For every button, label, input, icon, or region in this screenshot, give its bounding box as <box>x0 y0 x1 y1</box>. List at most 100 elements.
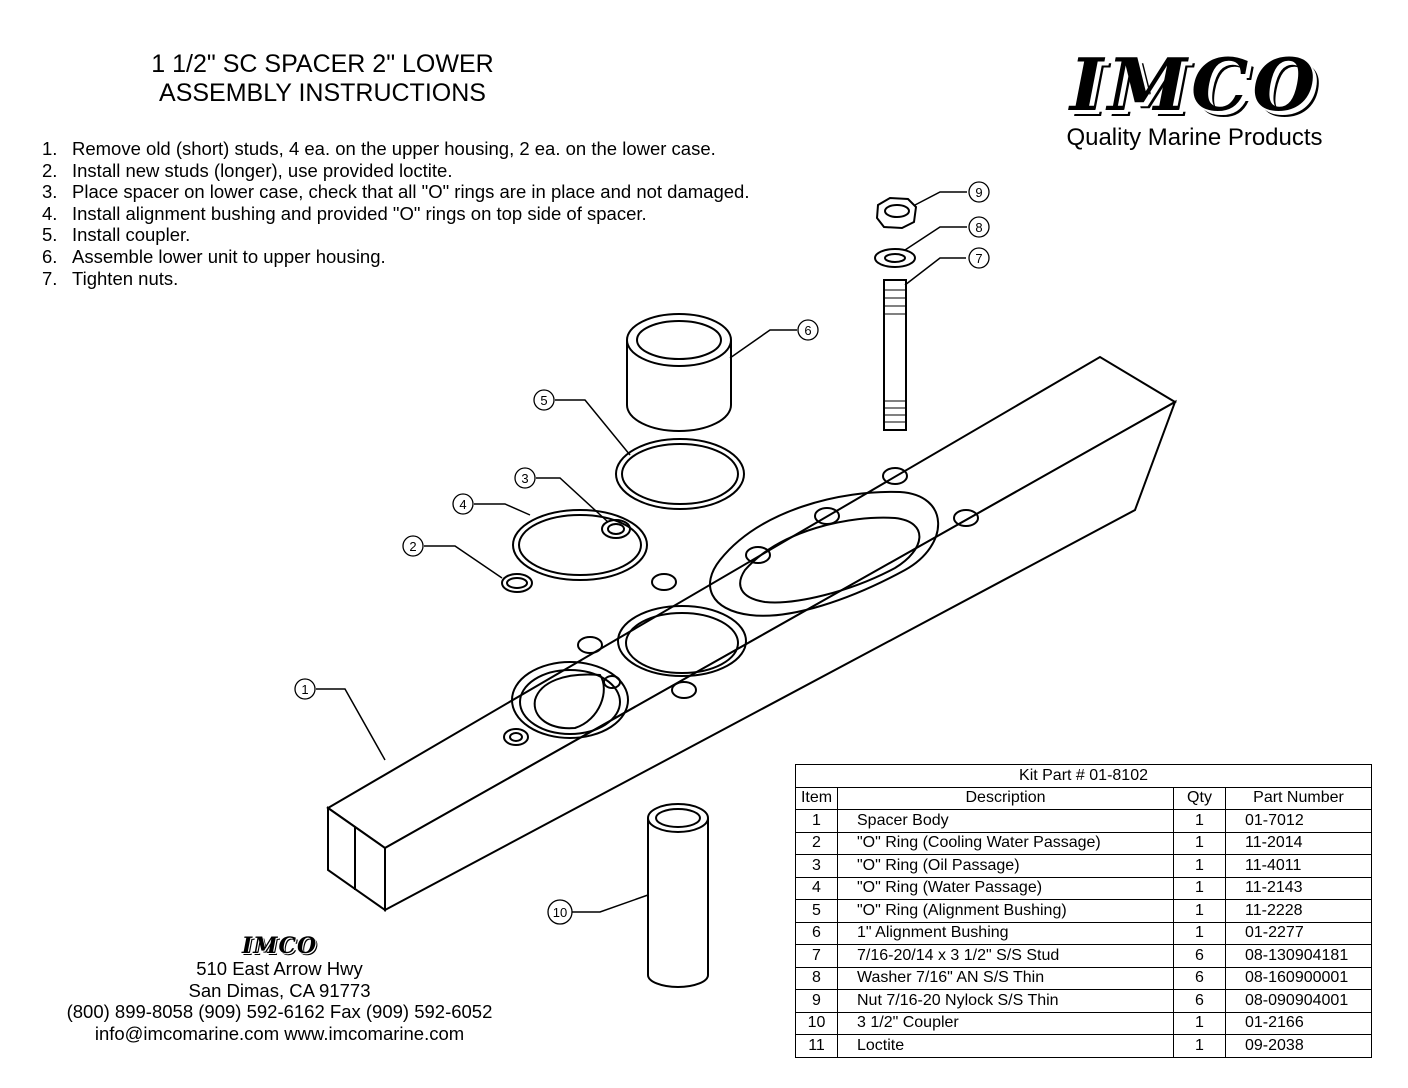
callout-5: 5 <box>533 389 555 411</box>
step: 2.Install new studs (longer), use provid… <box>42 160 749 182</box>
company-address: IMCO 510 East Arrow Hwy San Dimas, CA 91… <box>22 934 537 1044</box>
step-text: Install new studs (longer), use provided… <box>72 159 453 181</box>
cell-qty: 1 <box>1173 921 1226 945</box>
header-qty: Qty <box>1173 786 1226 810</box>
step: 3.Place spacer on lower case, check that… <box>42 181 749 203</box>
address-street: 510 East Arrow Hwy <box>196 958 363 979</box>
title-line-1: 1 1/2" SC SPACER 2" LOWER <box>151 50 494 78</box>
step-text: Install coupler. <box>72 224 191 246</box>
cell-item: 1 <box>795 809 838 833</box>
washer <box>874 248 916 268</box>
leader-lines <box>316 191 967 913</box>
callout-6: 6 <box>797 319 819 341</box>
step: 1.Remove old (short) studs, 4 ea. on the… <box>42 138 749 160</box>
spacer-body <box>326 355 1177 912</box>
svg-text:4: 4 <box>459 497 466 512</box>
cell-item: 3 <box>795 854 838 878</box>
cell-part-number: 09-2038 <box>1225 1034 1372 1058</box>
callout-8: 8 <box>968 216 990 238</box>
coupler <box>647 803 709 988</box>
step: 4. Install alignment bushing and provided… <box>42 203 749 225</box>
svg-text:9: 9 <box>975 185 982 200</box>
svg-text:7: 7 <box>975 251 982 266</box>
cell-description: "O" Ring (Cooling Water Passage) <box>837 831 1174 855</box>
cell-qty: 1 <box>1173 809 1226 833</box>
cell-part-number: 08-090904001 <box>1225 989 1372 1013</box>
alignment-bushing <box>626 313 732 432</box>
cell-description: Washer 7/16" AN S/S Thin <box>837 966 1174 990</box>
cell-description: "O" Ring (Water Passage) <box>837 876 1174 900</box>
cell-item: 4 <box>795 876 838 900</box>
step-number: 6. <box>42 245 58 267</box>
stud <box>883 279 907 431</box>
cell-qty: 1 <box>1173 1034 1226 1058</box>
callout-10: 10 <box>547 899 573 925</box>
page-title: 1 1/2" SC SPACER 2" LOWER ASSEMBLY INSTR… <box>100 50 545 108</box>
instruction-steps: 1.Remove old (short) studs, 4 ea. on the… <box>42 138 749 289</box>
title-line-2: ASSEMBLY INSTRUCTIONS <box>159 79 486 107</box>
svg-text:2: 2 <box>409 539 416 554</box>
cell-item: 6 <box>795 921 838 945</box>
cell-qty: 1 <box>1173 1011 1226 1035</box>
cell-part-number: 01-2277 <box>1225 921 1372 945</box>
svg-text:6: 6 <box>804 323 811 338</box>
step-text: Install alignment bushing and provided "… <box>72 202 647 224</box>
cell-part-number: 01-7012 <box>1225 809 1372 833</box>
cell-qty: 1 <box>1173 899 1226 923</box>
cell-qty: 1 <box>1173 854 1226 878</box>
callout-3: 3 <box>514 467 536 489</box>
callout-9: 9 <box>968 181 990 203</box>
step: 6.Assemble lower unit to upper housing. <box>42 246 749 268</box>
cell-part-number: 11-2228 <box>1225 899 1372 923</box>
step-number: 4. <box>42 202 58 224</box>
cell-description: Nut 7/16-20 Nylock S/S Thin <box>837 989 1174 1013</box>
cell-qty: 1 <box>1173 831 1226 855</box>
cell-qty: 1 <box>1173 876 1226 900</box>
o-ring-cooling <box>501 573 533 593</box>
address-logo: IMCO <box>241 933 318 959</box>
cell-item: 10 <box>795 1011 838 1035</box>
o-ring-alignment <box>615 438 745 510</box>
table-caption: Kit Part # 01-8102 <box>795 764 1372 788</box>
parts-table: Kit Part # 01-8102 Item Description Qty … <box>795 764 1372 1058</box>
cell-description: Loctite <box>837 1034 1174 1058</box>
cell-item: 2 <box>795 831 838 855</box>
cell-part-number: 01-2166 <box>1225 1011 1372 1035</box>
cell-description: 3 1/2" Coupler <box>837 1011 1174 1035</box>
cell-part-number: 11-4011 <box>1225 854 1372 878</box>
step-number: 3. <box>42 181 58 203</box>
cell-description: "O" Ring (Oil Passage) <box>837 854 1174 878</box>
cell-item: 8 <box>795 966 838 990</box>
nut <box>875 196 918 230</box>
cell-qty: 6 <box>1173 944 1226 968</box>
svg-text:8: 8 <box>975 220 982 235</box>
cell-description: "O" Ring (Alignment Bushing) <box>837 899 1174 923</box>
cell-qty: 6 <box>1173 989 1226 1013</box>
cell-description: Spacer Body <box>837 809 1174 833</box>
cell-item: 11 <box>795 1034 838 1058</box>
table-header: Item Description Qty Part Number <box>795 786 1372 810</box>
svg-text:1: 1 <box>301 682 308 697</box>
step-text: Remove old (short) studs, 4 ea. on the u… <box>72 138 716 159</box>
header-part-number: Part Number <box>1225 786 1372 810</box>
cell-part-number: 11-2014 <box>1225 831 1372 855</box>
cell-part-number: 11-2143 <box>1225 876 1372 900</box>
cell-part-number: 08-160900001 <box>1225 966 1372 990</box>
step-number: 7. <box>42 267 58 289</box>
callout-4: 4 <box>452 493 474 515</box>
logo-wordmark: IMCO <box>1069 42 1320 127</box>
cell-part-number: 08-130904181 <box>1225 944 1372 968</box>
address-web: info@imcomarine.com www.imcomarine.com <box>94 1022 465 1044</box>
callout-2: 2 <box>402 535 424 557</box>
o-ring-water <box>512 509 648 581</box>
